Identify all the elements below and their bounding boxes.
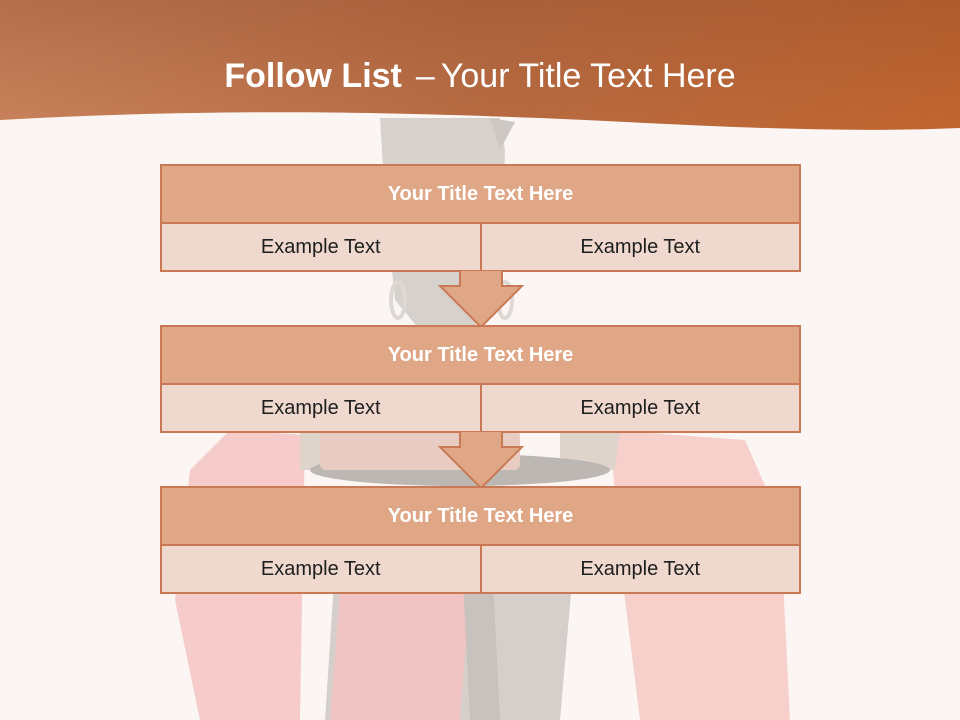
down-arrow-icon — [438, 270, 524, 328]
list-block-1: Your Title Text Here Example Text Exampl… — [160, 164, 801, 272]
block-title: Your Title Text Here — [162, 166, 799, 224]
block-cells: Example Text Example Text — [162, 385, 799, 431]
block-cell-right: Example Text — [479, 385, 800, 431]
block-cell-right: Example Text — [479, 224, 800, 270]
block-cells: Example Text Example Text — [162, 546, 799, 592]
block-title: Your Title Text Here — [162, 327, 799, 385]
header-band — [0, 0, 960, 130]
list-block-3: Your Title Text Here Example Text Exampl… — [160, 486, 801, 594]
slide-title-bold: Follow List — [224, 57, 402, 95]
down-arrow-icon — [438, 431, 524, 489]
slide-title: Follow List–Your Title Text Here — [0, 54, 960, 98]
block-cell-left: Example Text — [260, 557, 381, 580]
block-cell-left: Example Text — [260, 396, 381, 419]
block-cell-right: Example Text — [479, 546, 800, 592]
block-cell-left: Example Text — [260, 235, 381, 258]
block-title: Your Title Text Here — [162, 488, 799, 546]
slide-title-rest: Your Title Text Here — [440, 57, 736, 95]
list-block-2: Your Title Text Here Example Text Exampl… — [160, 325, 801, 433]
block-cells: Example Text Example Text — [162, 224, 799, 270]
slide-title-separator: – — [415, 57, 435, 95]
